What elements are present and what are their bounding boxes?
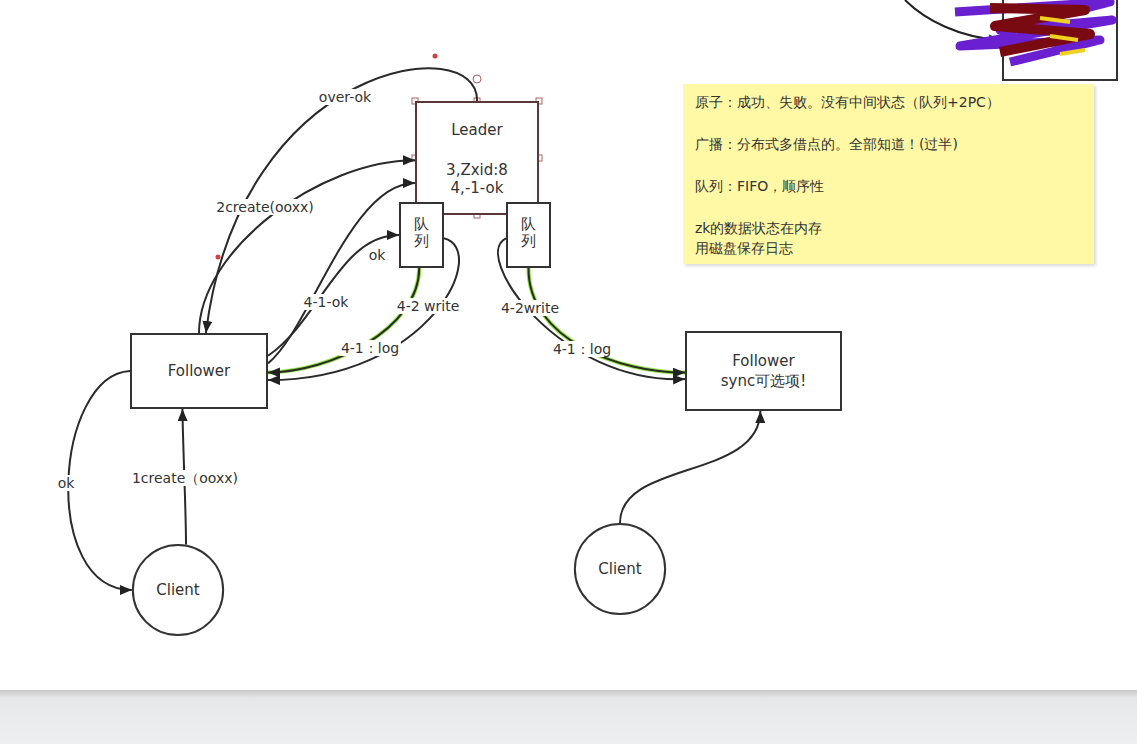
node-text: 队列 — [414, 216, 429, 249]
edge-label: 1create（ooxx) — [130, 470, 240, 486]
selection-handles — [412, 98, 542, 218]
circle-shape — [575, 524, 665, 614]
node-text: Client — [156, 581, 199, 599]
sticky-note: 原子：成功、失败。没有中间状态（队列+2PC） 广播：分布式多借点的。全部知道！(… — [683, 84, 1094, 264]
highlight-stroke — [528, 268, 685, 373]
rotate-handle — [473, 75, 481, 83]
node-text: Follower sync可选项! — [715, 351, 813, 391]
client-circle: Client — [131, 543, 225, 637]
client-circle: Client — [573, 522, 667, 616]
follower-box: Follower sync可选项! — [685, 331, 842, 411]
edge-label: 4-1：log — [339, 340, 401, 356]
node-text: 队列 — [521, 216, 536, 249]
waypoint-dot — [216, 255, 221, 260]
connector — [68, 371, 132, 590]
connector — [620, 411, 760, 523]
edge-label: 2create(ooxx) — [214, 199, 316, 215]
redaction-scribble — [955, 2, 1112, 62]
node-text: 原子：成功、失败。没有中间状态（队列+2PC） — [695, 92, 1000, 112]
connector — [528, 268, 685, 373]
edge-label: ok — [56, 475, 77, 491]
follower-box: Follower — [130, 333, 268, 409]
node-text: 队列：FIFO，顺序性 — [695, 176, 824, 196]
leader-box: Leader 3,Zxid:84,-1-ok — [415, 101, 539, 215]
queue-box: 队列 — [506, 202, 551, 268]
connector — [268, 268, 419, 373]
edge-label: 4-1：log — [551, 341, 613, 357]
node-text: Follower — [168, 362, 230, 380]
node-text: 4,-1-ok — [451, 179, 504, 197]
edge-label: over-ok — [317, 89, 373, 105]
node-text: 广播：分布式多借点的。全部知道！(过半) — [695, 134, 958, 154]
edge-label: 4-2 write — [395, 298, 462, 314]
queue-box: 队列 — [399, 202, 444, 268]
connector — [268, 235, 399, 356]
connector — [199, 160, 415, 333]
redaction-scribble — [1040, 18, 1085, 54]
edge-label: 4-2write — [499, 300, 561, 316]
edge-label: 4-1-ok — [302, 294, 351, 310]
redaction-scribble — [990, 8, 1090, 52]
waypoint-dot — [433, 54, 438, 59]
node-text: zk的数据状态在内存 用磁盘保存日志 — [695, 218, 835, 258]
circle-shape — [133, 545, 223, 635]
edge-label: ok — [367, 247, 388, 263]
node-text: Leader — [451, 121, 502, 139]
node-text: Client — [598, 560, 641, 578]
highlight-stroke — [268, 268, 419, 373]
bottom-band — [0, 690, 1137, 744]
node-text: 3,Zxid:8 — [446, 161, 508, 179]
